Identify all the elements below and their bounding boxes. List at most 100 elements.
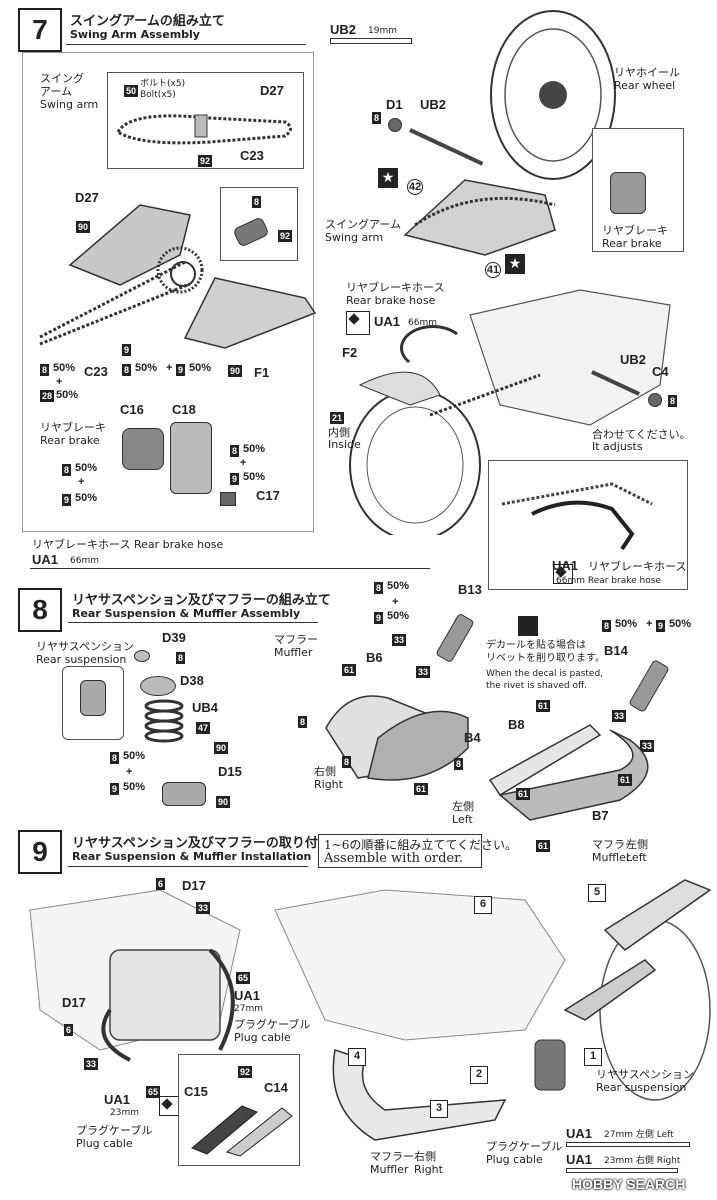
step7-title-rule: [66, 44, 306, 45]
part-d38-shape: [140, 676, 176, 696]
part-c14: C14: [264, 1080, 288, 1095]
order-marker-1: 1: [584, 1044, 602, 1066]
hose-inset-label-en: 66mm Rear brake hose: [556, 576, 661, 586]
swing-arm-right-drawing: [403, 179, 556, 256]
part-d15-shape: [162, 782, 206, 806]
plus-b14: +: [646, 618, 653, 630]
bike-frame-step7-drawing: [349, 289, 671, 535]
suspension-top-shape: [80, 680, 106, 716]
part-c23-inset: C23: [240, 148, 264, 163]
part-num-50: 50: [124, 85, 139, 97]
rear-suspension-label-jp-s9: リヤサスペンション: [596, 1068, 695, 1081]
step7-title-en: Swing Arm Assembly: [70, 28, 200, 41]
left-side-label-jp: 左側: [626, 838, 648, 851]
part-num-8b: 8: [40, 364, 50, 376]
inside-label-en: Inside: [328, 438, 361, 451]
left-label-en-s8: Left: [452, 813, 473, 826]
rear-brake-inset-shape: [610, 172, 646, 214]
part-num-65-top: 65: [236, 972, 251, 984]
inset-hose-routing: [488, 460, 688, 590]
order-marker-4: 4: [348, 1044, 366, 1066]
part-d17-top: D17: [182, 878, 206, 893]
ub2-length-label: UB2: [330, 22, 357, 37]
part-num-8-b13: 8: [374, 582, 384, 594]
part-num-33-top: 33: [196, 902, 211, 914]
decal-note-jp2: リベットを削り取ります。: [486, 653, 605, 664]
part-d27-inset: D27: [260, 83, 284, 98]
part-num-8-d15: 8: [110, 752, 120, 764]
legend-ua1-23: UA1: [566, 1152, 593, 1167]
part-d17-bottom: D17: [62, 995, 86, 1010]
left-muffler-drawing: [488, 724, 649, 821]
part-c4-shape: [648, 393, 662, 407]
spring-drawing: [144, 699, 184, 743]
order-marker-6: 6: [474, 892, 492, 914]
plus-a: +: [56, 376, 63, 388]
pct-9-50-b13: 50%: [387, 610, 410, 622]
left-side-label-en: Left: [626, 851, 647, 864]
plus-b: +: [166, 362, 173, 374]
part-num-9d: 9: [62, 494, 72, 506]
ua1-label-23: UA1: [104, 1092, 131, 1107]
circle-42-marker: 42: [407, 179, 423, 195]
ua1-label-27: UA1: [234, 988, 261, 1003]
plus-c: +: [240, 457, 247, 469]
order-marker-3: 3: [430, 1096, 448, 1118]
plus-s8: +: [126, 766, 133, 778]
right-side-label-jp: 右側: [414, 1150, 436, 1163]
part-num-6b: 6: [64, 1024, 74, 1036]
part-num-33a: 33: [392, 634, 407, 646]
step-number-8: 8: [18, 588, 62, 632]
rear-wheel-drawing: [490, 10, 616, 180]
diamond-marker-ua1-23: [159, 1096, 180, 1116]
ua1-length-23: 23mm: [110, 1108, 139, 1118]
diamond-marker-ua1-b: [553, 564, 574, 584]
star-marker-b: ★: [505, 254, 525, 274]
part-num-90a: 90: [76, 221, 91, 233]
swing-arm-label-jp: スイング アーム: [40, 72, 84, 98]
pct-8-50-b14: 50%: [615, 618, 638, 630]
part-num-8-b4: 8: [342, 756, 352, 768]
order-marker-5: 5: [588, 880, 606, 902]
order-note-box: [318, 834, 482, 868]
swing-arm-label-en: Swing arm: [40, 98, 99, 111]
pct-9-50-b14: 50%: [669, 618, 692, 630]
ua1-label-right: UA1: [374, 314, 401, 329]
engine-left-drawing: [29, 889, 241, 1062]
pct-8-50-b: 50%: [135, 362, 158, 374]
part-num-61e: 61: [618, 774, 633, 786]
legend-ua1-27: UA1: [566, 1126, 593, 1141]
part-num-9-b14: 9: [656, 620, 666, 632]
ua1-label-step7: UA1: [32, 552, 59, 567]
order-note-en: Assemble with order.: [324, 851, 464, 866]
plus-d: +: [78, 476, 85, 488]
part-num-8a: 8: [252, 196, 262, 208]
pct-8-50-a: 50%: [53, 362, 76, 374]
part-num-8-d39: 8: [176, 652, 186, 664]
part-num-8-b6: 8: [298, 716, 308, 728]
pct-8-50-s8: 50%: [123, 750, 146, 762]
part-num-9b: 9: [176, 364, 186, 376]
part-num-9c: 9: [230, 473, 240, 485]
hose-rule-step7: [30, 568, 430, 569]
part-d15: D15: [218, 764, 242, 779]
chain-inset-drawing: [116, 114, 292, 145]
part-c17-shape: [220, 492, 236, 506]
part-num-33c: 33: [612, 710, 627, 722]
rear-wheel-label-jp: リヤホイール: [614, 66, 680, 79]
step9-title-en: Rear Suspension & Muffler Installation: [72, 850, 312, 863]
right-label-jp-s8: 右側: [314, 765, 336, 778]
rear-suspension-label-en: Rear suspension: [36, 653, 127, 666]
part-num-33d: 33: [640, 740, 655, 752]
c15-c14-drawing: [191, 1105, 293, 1157]
adjust-label-jp: 合わせてください。: [592, 428, 691, 441]
part-num-61f: 61: [536, 840, 551, 852]
part-num-8-c4: 8: [668, 395, 678, 407]
hose-label-step7: リヤブレーキホース Rear brake hose: [32, 538, 224, 551]
decal-note-jp1: デカールを貼る場合は: [486, 640, 586, 651]
part-num-90b: 90: [228, 365, 243, 377]
diamond-marker-ua1-a: [346, 311, 370, 335]
rear-brake-right-label-en: Rear brake: [602, 237, 662, 250]
muffler-right-label-en: Muffler: [370, 1163, 409, 1176]
rear-brake-label-jp: リヤブレーキ: [40, 421, 106, 434]
